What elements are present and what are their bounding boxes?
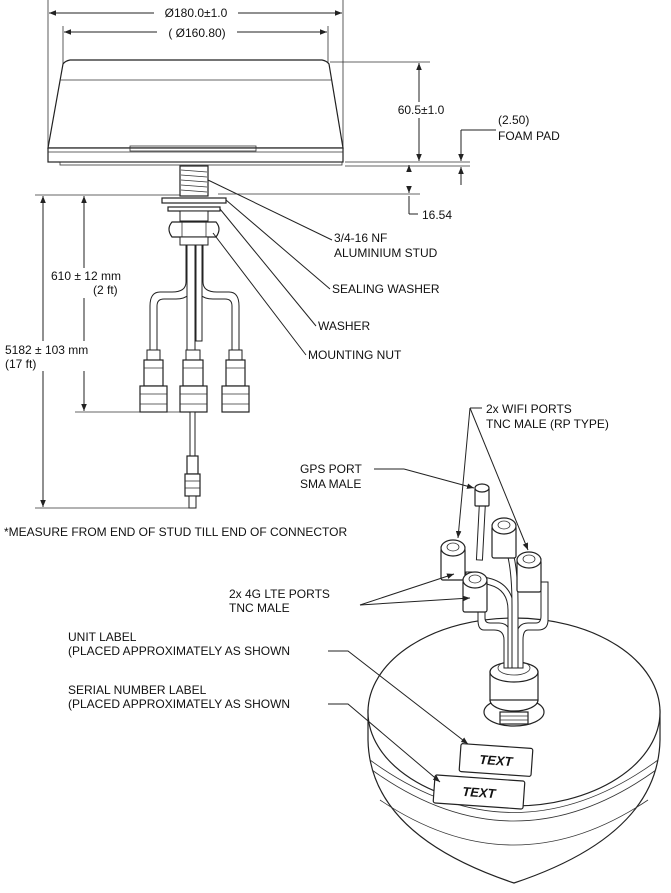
outer-diameter-text: Ø180.0±1.0 <box>165 6 228 20</box>
washer <box>167 206 221 212</box>
tnc-connector-left <box>139 349 168 413</box>
serial-label-callout-line2: (PLACED APPROXIMATELY AS SHOWN <box>68 697 290 711</box>
short-cable-unit: (2 ft) <box>93 283 118 297</box>
wifi-callout-line1: 2x WIFI PORTS <box>486 402 572 416</box>
unit-label-callout-line2: (PLACED APPROXIMATELY AS SHOWN <box>68 644 290 658</box>
unit-label-callout-line1: UNIT LABEL <box>68 630 137 644</box>
lte-callout-line2: TNC MALE <box>229 601 290 615</box>
stud-height-text: 16.54 <box>422 208 452 222</box>
foam-pad <box>59 161 343 166</box>
height-text: 60.5±1.0 <box>398 103 445 117</box>
wifi-connector-left <box>440 539 466 581</box>
lte-callout-line1: 2x 4G LTE PORTS <box>229 587 330 601</box>
foam-pad-value: (2.50) <box>498 113 529 127</box>
washer-callout: WASHER <box>318 319 371 333</box>
radome-base <box>47 147 344 163</box>
stud-callout-line2: ALUMINIUM STUD <box>334 246 438 260</box>
gps-callout-line1: GPS PORT <box>300 462 362 476</box>
mounting-nut-callout: MOUNTING NUT <box>308 348 402 362</box>
threaded-stud <box>179 165 209 197</box>
long-cable-value: 5182 ± 103 mm <box>5 343 88 357</box>
gps-callout-line2: SMA MALE <box>300 477 361 491</box>
side-view: Ø180.0±1.0 ( Ø160.80) 60.5±1.0 (2.50) FO… <box>4 0 560 509</box>
stud-callout-line1: 3/4-16 NF <box>334 231 387 245</box>
serial-label-text: TEXT <box>462 784 497 801</box>
tnc-connector-right <box>221 349 250 413</box>
gps-cable <box>184 411 201 509</box>
lte-connector-left <box>462 571 488 613</box>
radome-body <box>47 59 344 149</box>
unit-label-text: TEXT <box>479 752 514 769</box>
gps-connector <box>474 483 490 507</box>
tnc-connector-center <box>179 349 208 413</box>
lte-connector-right <box>516 551 542 593</box>
serial-label-callout-line1: SERIAL NUMBER LABEL <box>68 683 207 697</box>
long-cable-unit: (17 ft) <box>5 357 36 371</box>
mounting-nut <box>168 221 220 238</box>
unit-label-plate: TEXT <box>458 743 534 777</box>
isometric-view: TEXT TEXT <box>68 402 661 884</box>
serial-label-plate: TEXT <box>432 774 526 810</box>
measurement-note: *MEASURE FROM END OF STUD TILL END OF CO… <box>4 525 347 539</box>
cable-bundle <box>149 244 240 351</box>
sealing-washer <box>161 197 227 204</box>
wifi-connector-center <box>491 517 517 559</box>
sealing-washer-callout: SEALING WASHER <box>332 282 440 296</box>
inner-diameter-text: ( Ø160.80) <box>168 26 225 40</box>
wifi-callout-line2: TNC MALE (RP TYPE) <box>486 417 609 431</box>
short-cable-value: 610 ± 12 mm <box>51 269 121 283</box>
foam-pad-label: FOAM PAD <box>498 129 560 143</box>
